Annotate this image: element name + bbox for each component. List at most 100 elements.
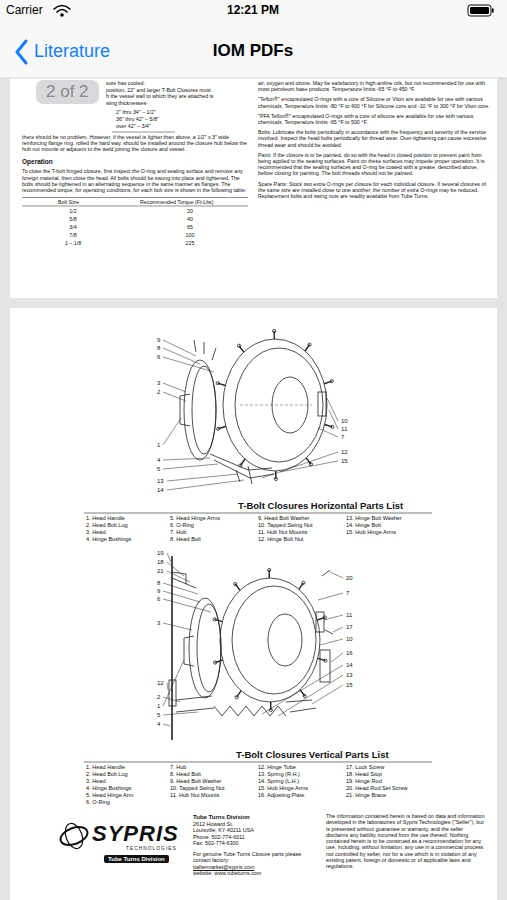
parts-list-item: 10. Tapped Swing Nut bbox=[258, 522, 313, 529]
parts-list-item: 7. Hub bbox=[170, 764, 186, 771]
callout-number: 1 bbox=[156, 442, 161, 448]
leader-line bbox=[167, 474, 238, 481]
swing-nut bbox=[330, 380, 333, 383]
lock-screw bbox=[325, 630, 333, 634]
head-handle bbox=[184, 636, 194, 666]
nav-title: IOM PDFs bbox=[213, 41, 293, 61]
swing-nut bbox=[234, 582, 237, 585]
parts-list-item: 5. Head Hinge Arm bbox=[86, 792, 133, 799]
callout-number: 15 bbox=[340, 458, 349, 464]
leader-line bbox=[163, 340, 196, 356]
body-text: 1/2 bbox=[48, 208, 98, 214]
address-line: 2612 Howard St. bbox=[193, 821, 233, 827]
callout-number: 17 bbox=[345, 624, 354, 630]
head-disc bbox=[184, 360, 216, 460]
hub-face bbox=[232, 586, 316, 694]
parts-list-item: 9. Head Bolt Washer bbox=[170, 778, 221, 785]
callout-number: 14 bbox=[156, 487, 165, 493]
callout-number: 12 bbox=[156, 680, 165, 686]
leader-line bbox=[163, 660, 184, 706]
callout-number: 4 bbox=[156, 721, 161, 727]
parts-list-item: 4. Hinge Bushings bbox=[86, 536, 131, 543]
parts-list-title: T-Bolt Closures Vertical Parts List bbox=[236, 749, 389, 760]
callout-number: 19 bbox=[156, 550, 165, 556]
leader-line bbox=[312, 685, 343, 704]
parts-list-item: 6. O-Ring bbox=[86, 799, 110, 806]
swing-nut bbox=[309, 463, 312, 466]
parts-list-item: 6. O-Ring bbox=[170, 522, 194, 529]
callout-number: 18 bbox=[156, 559, 165, 565]
body-text: 7/8 bbox=[48, 232, 98, 238]
parts-list-item: 11. Hub Nut Mounts bbox=[258, 529, 307, 536]
table-rule bbox=[112, 132, 175, 133]
hinge-bolt bbox=[236, 466, 252, 484]
status-text: Carrier bbox=[6, 3, 43, 17]
body-text: 1 – 1/8 bbox=[48, 240, 98, 246]
hinge-tube bbox=[169, 680, 176, 706]
callout-number: 7 bbox=[340, 434, 345, 440]
callout-number: 6 bbox=[156, 354, 161, 360]
leader-line bbox=[163, 697, 180, 702]
body-text: "Teflon®" encapsulated O-rings with a co… bbox=[258, 96, 490, 108]
swing-nut bbox=[331, 425, 334, 428]
adjusting-plate bbox=[320, 650, 330, 682]
parts-list-item: 16. Adjusting Plate bbox=[258, 792, 304, 799]
body-text: 3/4 bbox=[48, 224, 98, 230]
parts-list-item: 12. Hinge Tube bbox=[258, 764, 296, 771]
parts-list-item: 8. Head Bolt bbox=[170, 536, 201, 543]
callout-number: 2 bbox=[156, 694, 161, 700]
swing-nut bbox=[324, 659, 327, 662]
callout-number: 16 bbox=[345, 650, 354, 656]
head-hinge-arm bbox=[176, 696, 214, 712]
leader-line bbox=[163, 348, 200, 364]
leader-line bbox=[167, 553, 171, 562]
body-text: 2" thru 34" – 1/2" bbox=[116, 109, 156, 115]
hinge-rod bbox=[171, 556, 173, 740]
swing-nut bbox=[213, 618, 216, 621]
leader-line bbox=[163, 712, 198, 715]
parts-list-item: 14. Hinge Bolt bbox=[346, 522, 381, 529]
parts-list-item: 4. Hinge Bushings bbox=[86, 785, 131, 792]
center-line bbox=[240, 405, 312, 406]
body-text: 65 bbox=[140, 224, 240, 230]
o-ring bbox=[197, 604, 221, 692]
body-text: 5/8 bbox=[48, 216, 98, 222]
logo-text: SYPRIS bbox=[92, 821, 179, 847]
body-text: To close the T-bolt hinged closure, firs… bbox=[22, 168, 248, 193]
leader-line bbox=[167, 683, 168, 690]
leader-line bbox=[163, 418, 181, 445]
wifi-icon bbox=[54, 6, 70, 17]
division-badge: Tube Turns Division bbox=[104, 855, 169, 863]
body-text: Paint: If the closure is to be painted, … bbox=[258, 152, 490, 177]
contact-email: ttaftermarket@sypris.com bbox=[193, 864, 255, 870]
nav-separator bbox=[0, 78, 507, 79]
parts-list-item: 7. Hub bbox=[170, 529, 186, 536]
parts-list-item: 3. Head bbox=[86, 778, 106, 785]
callout-number: 10 bbox=[345, 636, 354, 642]
back-chevron bbox=[17, 41, 26, 63]
leader-line bbox=[318, 428, 338, 437]
callout-number: 3 bbox=[156, 620, 161, 626]
body-text: 36" thru 42" – 5/8" bbox=[116, 116, 159, 122]
body-text: wing thicknesses- bbox=[106, 100, 148, 106]
section-heading: Operation bbox=[22, 158, 53, 165]
nav-back-link: Literature bbox=[34, 41, 110, 62]
leader-line bbox=[163, 599, 211, 612]
leader-line bbox=[163, 383, 186, 392]
swing-nut bbox=[274, 477, 277, 480]
leader-line bbox=[163, 357, 214, 372]
parts-list-title: T-Bolt Closures Horizontal Parts List bbox=[238, 500, 403, 511]
callout-number: 14 bbox=[345, 662, 354, 668]
parts-list-item: 20. Head Rod Set Screw bbox=[346, 785, 408, 792]
swing-nut bbox=[268, 568, 271, 571]
head-disc bbox=[189, 598, 221, 698]
body-text: 20 bbox=[140, 208, 240, 214]
parts-list-item: 12. Hinge Bolt Nut bbox=[258, 536, 303, 543]
swing-nut bbox=[273, 329, 276, 332]
callout-number: 5 bbox=[156, 712, 161, 718]
parts-list-item: 18. Head Stop bbox=[346, 771, 382, 778]
logo-swirl bbox=[58, 824, 90, 849]
body-text: Recommended Torque (Ft-Lbs) bbox=[140, 199, 214, 205]
callout-number: 11 bbox=[345, 612, 353, 618]
